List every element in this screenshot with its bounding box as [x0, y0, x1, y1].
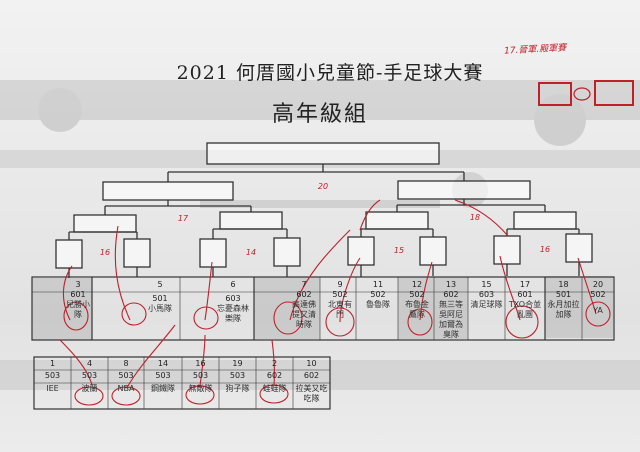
round-mark: 17 — [177, 214, 189, 223]
team-cell: 3 601 兒勝小隊 — [66, 280, 90, 320]
team-cell: 17 601 TXO合並亂團 — [507, 280, 543, 320]
team-number: 15 — [481, 280, 492, 289]
team-name: 兒勝小隊 — [66, 300, 90, 319]
round-mark: 16 — [99, 248, 111, 257]
team-name: 清足球隊 — [470, 300, 503, 309]
team-cell: 15 603 清足球隊 — [470, 280, 503, 310]
team-class: 602 — [443, 290, 459, 299]
team-number: 5 — [157, 280, 163, 289]
team-number: 7 — [301, 280, 307, 289]
team-number: 20 — [592, 280, 604, 289]
team-class: 602 — [303, 371, 320, 380]
team-number: 12 — [411, 280, 423, 289]
team-cell: 7 602 高達佛提又清時隊 — [290, 280, 318, 330]
team-name: 鋼鐵隊 — [151, 384, 175, 393]
team-number: 9 — [337, 280, 343, 289]
round-mark: 16 — [539, 245, 551, 254]
round-mark: 20 — [317, 182, 329, 191]
team-cell: 6 603 忘憂森林樂隊 — [216, 280, 250, 324]
team-number: 6 — [230, 280, 236, 289]
team-cell: 4 503 波蘭 — [72, 359, 107, 394]
team-name: 布魯金鷹隊 — [405, 300, 429, 319]
team-cell: 14 503 鋼鐵隊 — [145, 359, 181, 394]
team-class: 503 — [155, 371, 171, 380]
team-name: TXO合並亂團 — [508, 300, 542, 319]
team-name: 忘憂森林樂隊 — [217, 304, 249, 323]
team-name: 狗子隊 — [225, 384, 250, 393]
red-box-left — [538, 82, 572, 106]
team-number: 2 — [271, 359, 278, 368]
team-name: NBA — [117, 384, 135, 393]
team-class: 503 — [44, 371, 61, 380]
team-name: 無敵隊 — [188, 384, 213, 393]
team-cell: 12 502 布魯金鷹隊 — [402, 280, 432, 320]
team-class: 501 — [152, 294, 168, 303]
team-cell: 16 503 無敵隊 — [183, 359, 218, 394]
team-class: 601 — [70, 290, 86, 299]
red-box-right — [594, 80, 634, 106]
round-mark: 18 — [469, 213, 481, 222]
team-cell: 5 501 小馬隊 — [144, 280, 176, 314]
team-name: IEE — [46, 384, 59, 393]
red-circle-mark — [573, 87, 591, 101]
team-name: 北東有門 — [328, 300, 352, 319]
team-cell: 9 502 北東有門 — [326, 280, 354, 320]
team-number: 13 — [445, 280, 457, 289]
team-class: 603 — [478, 290, 495, 299]
team-name: 拉美又吃吃隊 — [295, 384, 328, 403]
team-class: 602 — [296, 290, 312, 299]
team-class: 503 — [118, 371, 134, 380]
team-number: 18 — [558, 280, 569, 289]
team-number: 10 — [306, 359, 317, 368]
team-cell: 20 502 YA — [584, 280, 612, 316]
team-cell: 8 503 NBA — [109, 359, 143, 394]
team-number: 3 — [75, 280, 81, 289]
team-cell: 18 501 永月加拉加隊 — [547, 280, 580, 320]
team-name: YA — [593, 306, 603, 315]
team-class: 601 — [517, 290, 533, 299]
page-subtitle: 高年級組 — [271, 102, 368, 127]
team-class: 501 — [555, 290, 572, 299]
round-mark: 14 — [245, 248, 257, 257]
team-name: 無三等吳阿尼加爾為臭隊 — [439, 300, 463, 339]
team-number: 16 — [195, 359, 206, 368]
team-cell: 10 602 拉美又吃吃隊 — [294, 359, 329, 404]
team-name: 魯魯隊 — [366, 300, 390, 309]
team-class: 503 — [81, 371, 98, 380]
team-name: 小馬隊 — [148, 304, 172, 313]
team-class: 502 — [370, 290, 386, 299]
round-mark: 15 — [393, 246, 405, 255]
team-class: 503 — [192, 371, 209, 380]
team-number: 19 — [232, 359, 243, 368]
page-title: 2021 何厝國小兒童節-手足球大賽 — [176, 62, 484, 84]
team-class: 503 — [229, 371, 246, 380]
team-class: 603 — [225, 294, 241, 303]
team-cell: 19 503 狗子隊 — [220, 359, 255, 394]
team-cell: 2 602 蛙蛙隊 — [257, 359, 292, 394]
team-class: 502 — [332, 290, 348, 299]
team-number: 8 — [123, 359, 129, 368]
team-cell: 1 503 IEE — [35, 359, 70, 394]
team-number: 4 — [86, 359, 93, 368]
team-number: 17 — [519, 280, 531, 289]
team-number: 11 — [372, 280, 384, 289]
team-name: 永月加拉加隊 — [547, 300, 580, 319]
team-name: 高達佛提又清時隊 — [292, 300, 316, 329]
team-class: 502 — [409, 290, 425, 299]
team-name: 波蘭 — [81, 384, 98, 393]
team-name: 蛙蛙隊 — [262, 384, 287, 393]
team-class: 602 — [266, 371, 283, 380]
team-number: 14 — [157, 359, 169, 368]
team-cell: 11 502 魯魯隊 — [362, 280, 394, 310]
team-class: 502 — [590, 290, 606, 299]
team-number: 1 — [49, 359, 56, 368]
team-cell: 13 602 無三等吳阿尼加爾為臭隊 — [436, 280, 466, 340]
